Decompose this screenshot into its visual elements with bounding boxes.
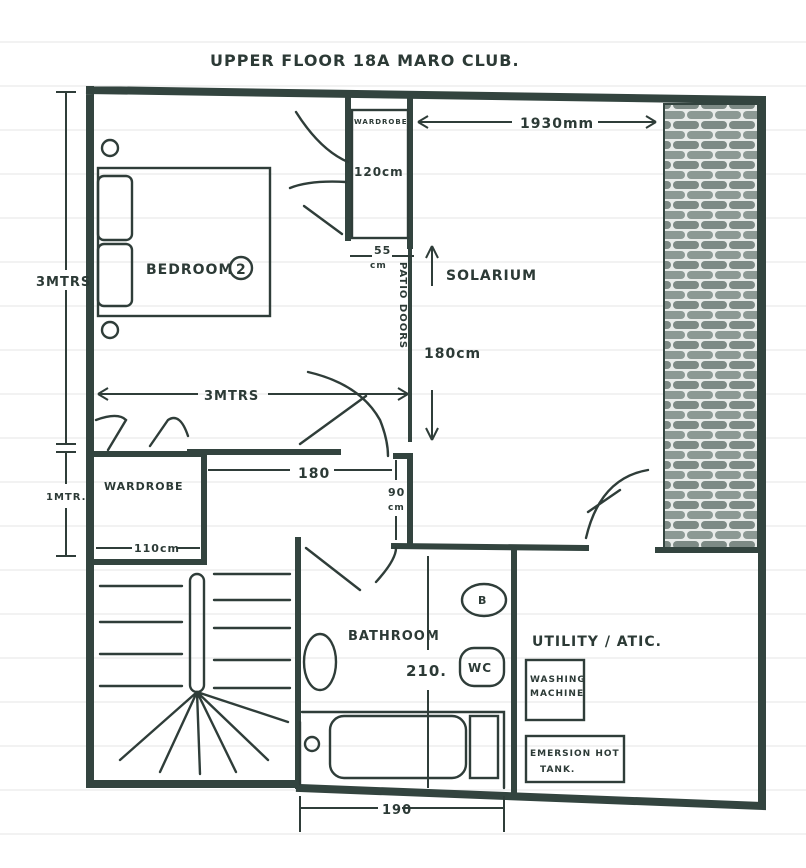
wardrobe-upper — [350, 108, 410, 240]
brick-wall — [663, 103, 759, 549]
plan-title: UPPER FLOOR 18A MARO CLUB. — [210, 51, 520, 70]
bathroom-label: BATHROOM — [348, 629, 440, 644]
bedroom-number-badge — [228, 255, 254, 281]
dimension-lines — [56, 91, 657, 832]
wardrobe-lower-label: WARDROBE — [104, 480, 183, 493]
exterior-walls — [85, 85, 766, 811]
dim-solarium-depth: 180cm — [424, 346, 481, 362]
dim-landing-depth-unit: cm — [388, 503, 405, 513]
basin — [460, 582, 508, 618]
dim-passage-width-value: 55 — [374, 244, 391, 257]
solarium-label: SOLARIUM — [446, 268, 537, 284]
interior-walls — [87, 97, 765, 797]
dim-landing-width: 180 — [298, 466, 330, 482]
dim-solarium-width: 1930mm — [520, 116, 594, 132]
bed — [96, 138, 272, 340]
basin-label: B — [478, 594, 487, 607]
dim-wardrobe-width: 110cm — [134, 542, 180, 555]
dim-wardrobe-depth: 120cm — [354, 165, 404, 179]
utility-label: UTILITY / ATIC. — [532, 634, 662, 650]
washing-machine-label-2: MACHINE — [530, 689, 584, 699]
wardrobe-upper-label: WARDROBE — [354, 118, 407, 126]
staircase — [98, 572, 292, 776]
dim-bedroom-width: 3MTRS — [204, 389, 259, 404]
dim-bedroom-height: 3MTRS — [36, 275, 91, 290]
bathroom-fixtures — [298, 108, 626, 790]
dim-wardrobe-height: 1MTR. — [46, 492, 86, 503]
bedroom-label: BEDROOM — [146, 262, 233, 278]
dimension-labels: 1930mm 120cm 55 cm PATIO DOORS 180cm 3MT… — [36, 116, 594, 818]
hot-tank-label-2: TANK. — [540, 765, 575, 775]
dim-bathroom-depth: 210. — [406, 662, 447, 680]
dim-landing-depth-value: 90 — [388, 486, 405, 499]
doors — [94, 110, 650, 592]
wc — [458, 646, 506, 688]
hot-tank — [524, 734, 626, 784]
washing-machine — [524, 658, 586, 722]
wc-label: WC — [468, 661, 492, 675]
dim-patio-doors: PATIO DOORS — [397, 262, 408, 349]
washing-machine-label-1: WASHING — [530, 675, 586, 685]
dim-passage-width-unit: cm — [370, 261, 387, 271]
dim-bathroom-width: 190 — [382, 803, 412, 818]
labels: BEDROOM 2 SOLARIUM WARDROBE WARDROBE BAT… — [104, 118, 662, 775]
hot-tank-label-1: EMERSION HOT — [530, 749, 620, 759]
bedroom-number: 2 — [236, 262, 247, 278]
